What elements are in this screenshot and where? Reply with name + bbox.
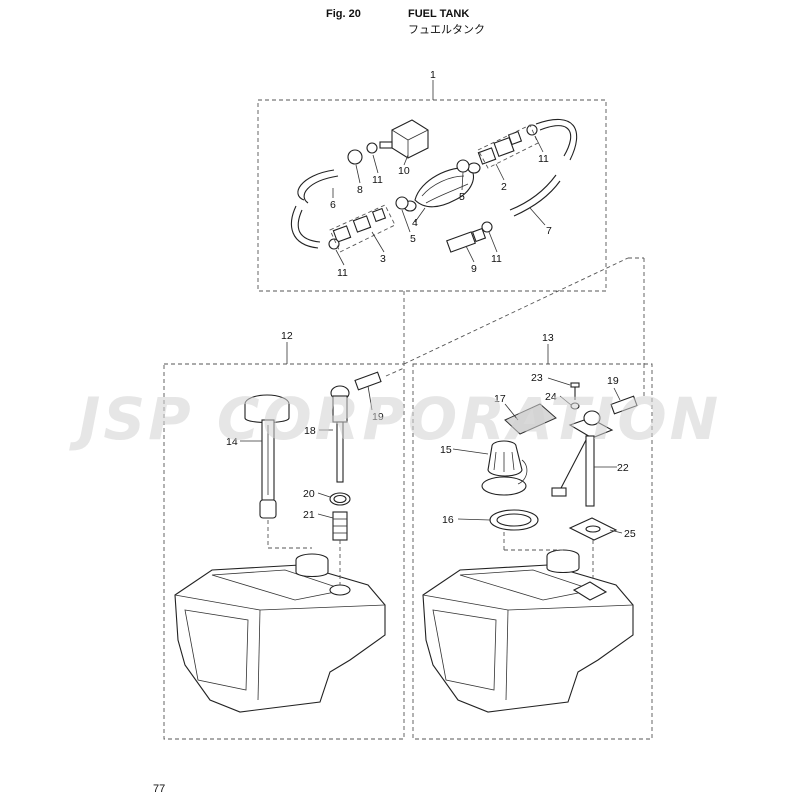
label-17	[504, 403, 557, 435]
callout-15: 15	[440, 444, 452, 456]
hose-6	[290, 169, 339, 249]
callout-21: 21	[303, 509, 315, 521]
connector-9	[446, 227, 487, 253]
fuel-gauge-14	[244, 394, 290, 519]
gasket-16	[489, 509, 539, 531]
callout-11b: 11	[538, 153, 549, 165]
callout-4: 4	[412, 217, 418, 229]
figure-title-japanese: フュエルタンク	[408, 24, 485, 36]
callout-9: 9	[471, 263, 477, 275]
fuel-cap-15	[481, 440, 528, 496]
tank-assembly-13-box	[412, 363, 653, 740]
figure-title: FUEL TANK	[408, 8, 470, 20]
page-number: 77	[153, 783, 166, 795]
callout-20: 20	[303, 488, 315, 500]
washer-24	[570, 402, 580, 410]
fuel-tank-left	[174, 553, 386, 713]
callout-23: 23	[531, 372, 543, 384]
callout-2: 2	[501, 181, 507, 193]
callout-22: 22	[617, 462, 629, 474]
callout-18: 18	[304, 425, 316, 437]
callout-17: 17	[494, 393, 506, 405]
callout-3: 3	[380, 253, 386, 265]
callout-1: 1	[430, 69, 436, 81]
callout-6: 6	[330, 199, 336, 211]
fuel-connector-18	[330, 385, 350, 483]
o-ring-20	[329, 492, 351, 506]
callout-16: 16	[442, 514, 454, 526]
hose-7	[509, 118, 578, 217]
connector-2	[477, 130, 523, 165]
callout-5b: 5	[459, 191, 465, 203]
filter-21	[332, 511, 348, 541]
connector-19-left	[354, 371, 382, 391]
callout-11d: 11	[491, 253, 502, 265]
callout-11a: 11	[372, 174, 383, 186]
fuel-hose-assembly-box	[257, 99, 607, 292]
sender-unit-22	[551, 410, 614, 507]
callout-8: 8	[357, 184, 363, 196]
callout-5a: 5	[410, 233, 416, 245]
callout-7: 7	[546, 225, 552, 237]
fuel-tank-right	[422, 549, 634, 713]
callout-13: 13	[542, 332, 554, 344]
connector-3	[332, 207, 387, 243]
primer-bulb-4	[403, 162, 481, 212]
callout-14: 14	[226, 436, 238, 448]
callout-12: 12	[281, 330, 293, 342]
callout-24: 24	[545, 391, 557, 403]
gasket-25	[568, 517, 618, 541]
callout-10: 10	[398, 165, 410, 177]
callout-11c: 11	[337, 267, 348, 279]
figure-number: Fig. 20	[326, 8, 361, 20]
callout-19a: 19	[372, 411, 384, 423]
tank-assembly-12-box	[163, 363, 405, 740]
callout-25: 25	[624, 528, 636, 540]
joint-10	[379, 119, 429, 159]
connector-19-right	[610, 395, 638, 415]
screw-23	[570, 382, 580, 400]
callout-19b: 19	[607, 375, 619, 387]
